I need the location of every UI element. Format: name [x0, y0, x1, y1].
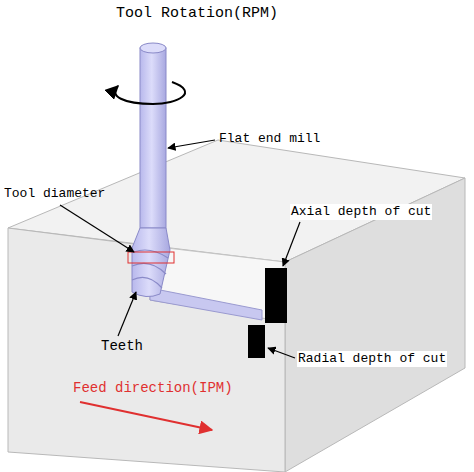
diameter-label: Tool diameter	[3, 186, 106, 202]
leader	[118, 292, 136, 336]
axial-label: Axial depth of cut	[290, 204, 432, 220]
block-front	[8, 228, 285, 472]
tool-label: Flat end mill	[218, 131, 321, 147]
radial-label: Radial depth of cut	[297, 351, 447, 367]
diameter-box	[128, 252, 174, 263]
block-side	[285, 178, 465, 472]
feed-arrow	[80, 402, 212, 430]
leader	[283, 222, 300, 266]
leader	[168, 140, 215, 148]
leader	[60, 205, 134, 252]
end-mill	[132, 43, 170, 297]
slot-wall	[150, 246, 285, 322]
radial-depth-mark	[248, 325, 265, 358]
axial-depth-mark	[265, 268, 287, 323]
rotation-label: Tool Rotation(RPM)	[115, 6, 279, 22]
tool-path	[150, 288, 262, 320]
rotation-arrow	[115, 82, 185, 104]
teeth-label: Teeth	[100, 338, 144, 354]
feed-label: Feed direction(IPM)	[72, 380, 234, 396]
leader	[268, 348, 295, 358]
